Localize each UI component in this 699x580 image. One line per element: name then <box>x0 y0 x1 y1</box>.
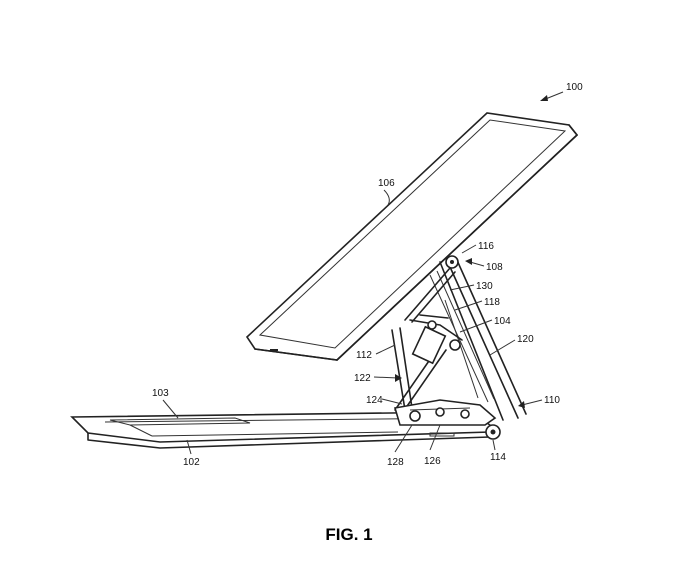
label-110: 110 <box>544 395 560 406</box>
label-100: 100 <box>566 82 583 93</box>
support-linkage <box>391 255 527 440</box>
label-120: 120 <box>517 334 534 345</box>
label-108: 108 <box>486 262 503 273</box>
leader-lines <box>162 91 564 455</box>
label-116: 116 <box>478 241 494 252</box>
label-104: 104 <box>494 316 511 327</box>
label-112: 112 <box>356 350 372 361</box>
label-103: 103 <box>152 388 169 399</box>
display-panel <box>245 112 579 361</box>
label-102: 102 <box>183 457 200 468</box>
label-124: 124 <box>366 395 383 406</box>
label-118: 118 <box>484 297 500 308</box>
label-128: 128 <box>387 457 404 468</box>
reference-labels: 100 106 116 108 130 118 104 120 112 122 … <box>152 82 583 468</box>
label-122: 122 <box>354 373 371 384</box>
label-114: 114 <box>490 452 506 463</box>
label-106: 106 <box>378 178 395 189</box>
label-130: 130 <box>476 281 493 292</box>
figure-caption: FIG. 1 <box>325 525 372 544</box>
label-126: 126 <box>424 456 441 467</box>
